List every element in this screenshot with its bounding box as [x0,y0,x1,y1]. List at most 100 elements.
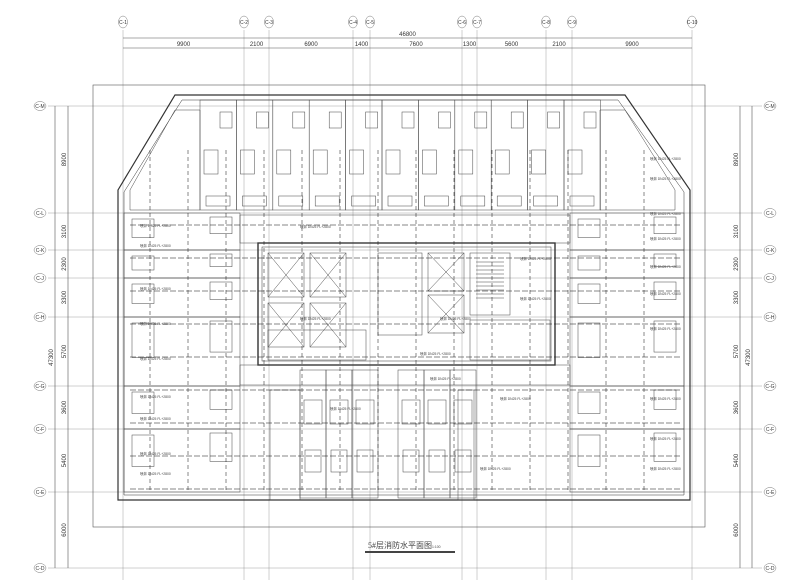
bathroom [209,432,233,462]
axis-label-row: C-M [35,104,44,110]
dimension-span: 5700 [734,344,740,358]
pipe-annotation: 喷淋 DN25 FL+2800 [650,176,681,181]
guest-room-side [123,316,241,387]
pipe-annotation: 喷淋 DN25 FL+2800 [650,396,681,401]
axis-label-row: C-E [766,490,775,496]
bathroom [653,389,677,410]
bed [428,449,446,473]
axis-bubble [541,15,551,29]
axis-bubble [264,15,274,29]
balcony [424,195,449,207]
guest-room-side [569,428,685,493]
service-room [469,319,551,361]
bed [292,111,306,129]
dimension-total: 47300 [49,348,55,365]
axis-bubble [567,15,577,29]
axis-bubble [33,563,47,573]
axis-label-row: C-H [36,315,45,321]
axis-label-row: C-J [766,276,774,282]
corner-suite [129,109,201,211]
bathroom [653,320,677,353]
bathroom [567,149,583,175]
axis-label-column: C-9 [568,20,576,26]
dimension-span: 5700 [62,344,68,358]
pipe-annotation: 喷淋 DN25 FL+2800 [140,286,171,291]
bed [131,283,155,304]
dimension-span: 5400 [734,453,740,467]
bathroom [401,399,421,425]
axis-bubble [348,15,358,29]
axis-bubble [763,208,777,218]
axis-label-row: C-J [36,276,44,282]
axis-bubble [763,101,777,111]
bed [256,111,269,129]
axis-bubble [118,15,128,29]
stair-lower [269,389,301,501]
dimension-span: 3300 [734,290,740,304]
dimension-span: 2100 [552,42,566,48]
bed [401,111,415,129]
axis-bubble [457,15,467,29]
elevator-cross [309,252,347,298]
bed [510,111,524,129]
axis-bubble [472,15,482,29]
bed [454,449,472,473]
stair-lower [457,389,475,501]
stairwell [469,252,511,316]
dimension-span: 9900 [177,42,191,48]
axis-label-row: C-G [765,384,774,390]
bathroom [653,216,677,234]
axis-label-column: C-6 [458,20,466,26]
dimension-span: 8900 [734,152,740,166]
bathroom [453,399,473,425]
pipe-annotation: 喷淋 DN25 FL+2800 [140,394,171,399]
dimension-span: 3600 [62,400,68,414]
dimension-span: 5600 [505,42,519,48]
axis-label-column: C-1 [119,20,127,26]
bed [131,322,155,358]
axis-label-row: C-L [766,211,774,217]
bathroom [653,281,677,300]
bathroom [385,149,401,175]
bed [547,111,560,129]
bathroom [458,149,474,175]
axis-label-row: C-H [766,315,775,321]
axis-label-row: C-K [766,248,775,254]
pipe-annotation: 喷淋 DN25 FL+2800 [650,264,681,269]
pipe-annotation: 喷淋 DN25 FL+2800 [650,291,681,296]
dimension-span: 1400 [355,42,369,48]
elevator-shaft [309,302,347,348]
axis-bubble [763,487,777,497]
axis-label-column: C-8 [542,20,550,26]
dimension-span: 1300 [463,42,477,48]
axis-bubble [33,208,47,218]
dimension-span: 9900 [625,42,639,48]
pipe-annotation: 喷淋 DN25 FL+2800 [420,351,451,356]
pipe-annotation: 喷淋 DN25 FL+2800 [140,471,171,476]
balcony [460,195,486,207]
pipe-annotation: 喷淋 DN25 FL+2800 [140,321,171,326]
axis-bubble [763,273,777,283]
balcony [533,195,558,207]
axis-bubble [33,101,47,111]
bathroom [355,399,375,425]
pipe-annotation: 喷淋 DN25 FL+2800 [520,296,551,301]
bathroom [312,149,328,175]
dimension-total: 47300 [746,348,752,365]
dimension-span: 5400 [62,453,68,467]
axis-bubble [763,424,777,434]
axis-label-column: C-4 [349,20,357,26]
bathroom [531,149,546,175]
axis-bubble [33,312,47,322]
axis-bubble [763,563,777,573]
bathroom [653,432,677,462]
elevator-shaft [427,294,465,334]
balcony [205,195,231,207]
axis-bubble [33,273,47,283]
axis-label-column: C-2 [240,20,248,26]
dimension-span: 2300 [734,257,740,271]
axis-bubble [687,15,697,29]
bed [438,111,451,129]
dimension-span: 2100 [250,42,264,48]
bed [577,283,601,304]
